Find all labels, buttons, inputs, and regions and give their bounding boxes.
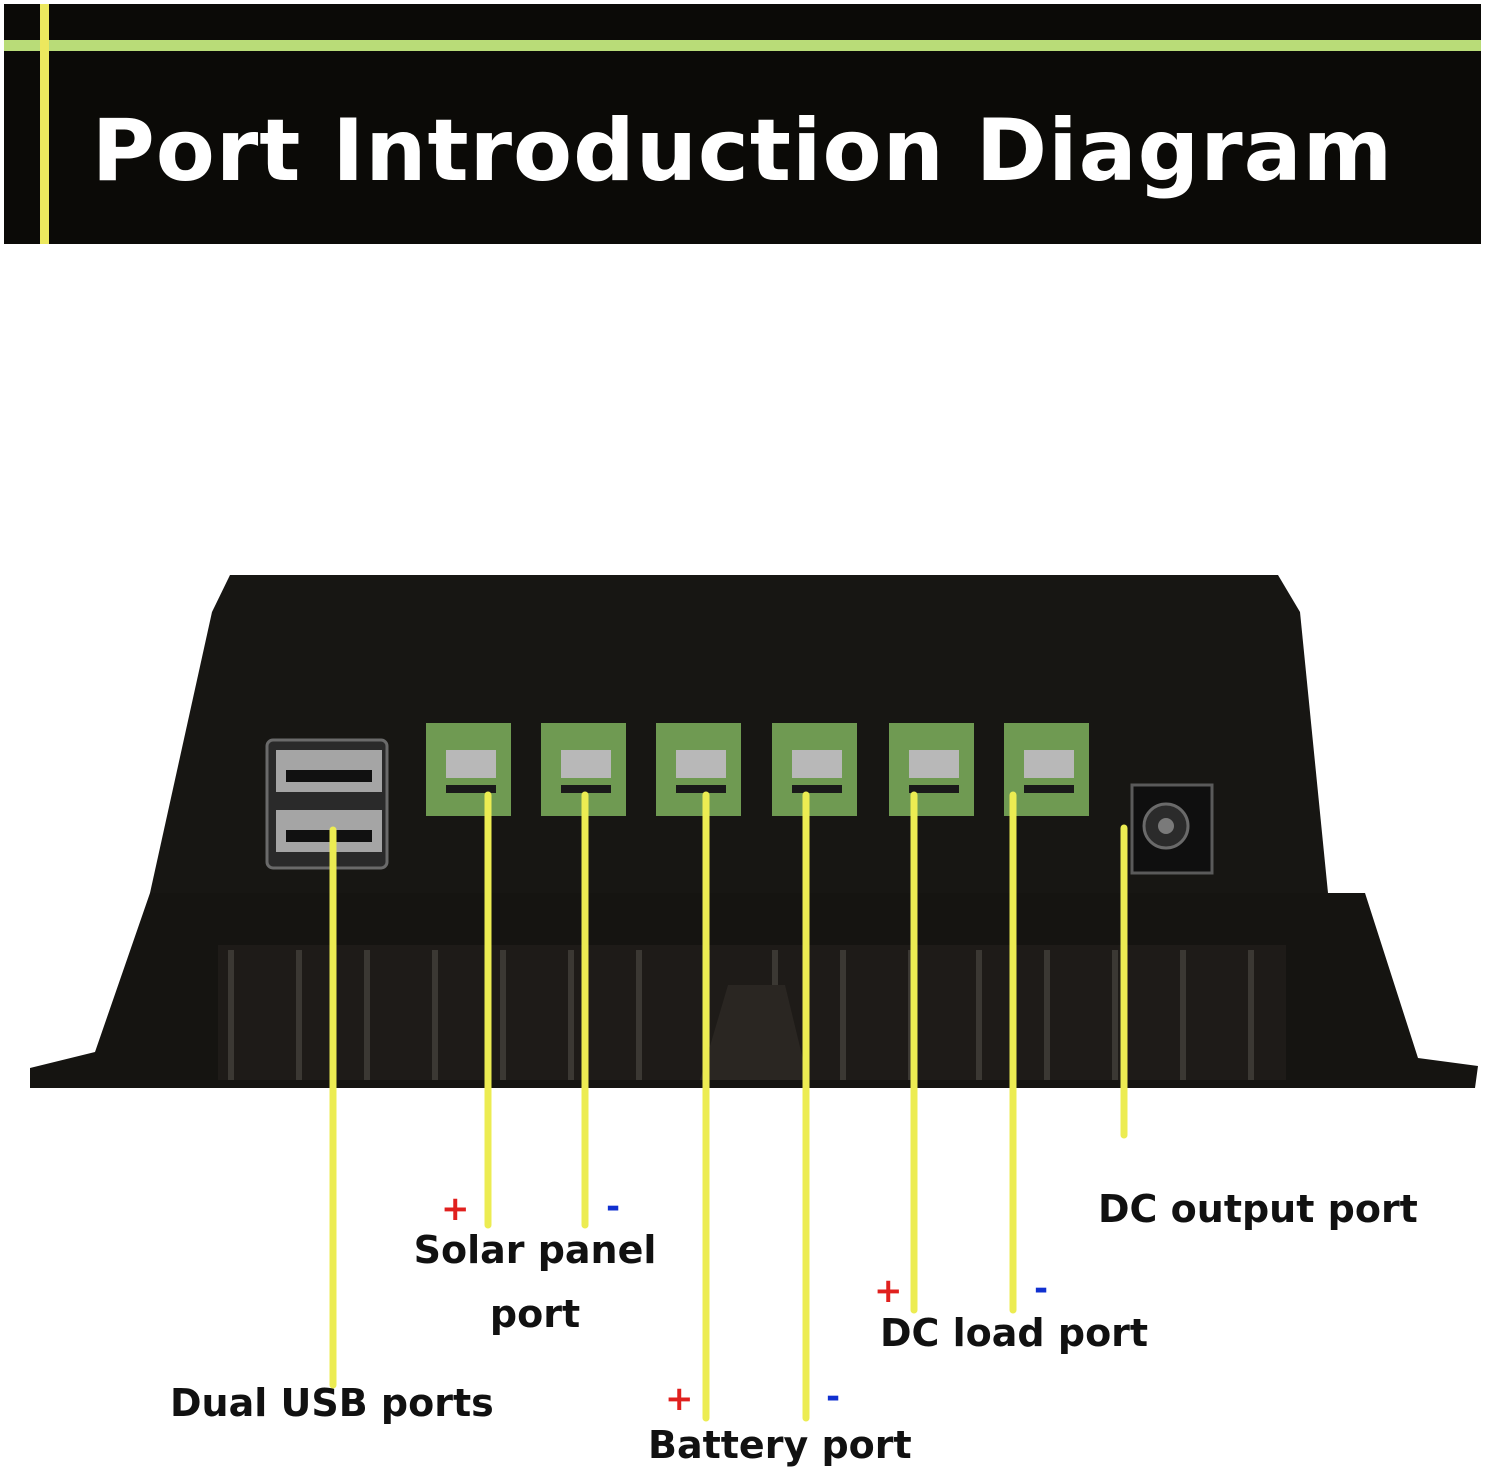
dc-output-port-label: DC output port: [1098, 1187, 1418, 1231]
heat-sink-center-notch: [700, 985, 808, 1080]
dual-usb-ports-label: Dual USB ports: [170, 1381, 494, 1425]
battery-port-label: Battery port: [648, 1423, 912, 1467]
solar-label-line2: port: [489, 1292, 581, 1336]
screw-terminals: [426, 723, 1089, 816]
usb-port-block: [265, 738, 389, 870]
dc-load-port-label: DC load port: [880, 1311, 1149, 1355]
dcload-plus-sign: +: [874, 1271, 903, 1311]
dcload-minus-sign: -: [1034, 1269, 1049, 1309]
terminal-6: [1004, 723, 1089, 816]
banner-green-stripe: [4, 40, 1481, 51]
page-title: Port Introduction Diagram: [91, 101, 1394, 201]
title-banner: Port Introduction Diagram: [4, 4, 1481, 244]
terminal-1: [426, 723, 511, 816]
battery-plus-sign: +: [665, 1379, 694, 1419]
leader-lines: [329, 791, 1128, 1422]
terminal-3: [656, 723, 741, 816]
battery-minus-sign: -: [826, 1377, 841, 1417]
solar-panel-port-label: Solar panel port: [405, 1227, 665, 1337]
terminal-4: [772, 723, 857, 816]
dc-barrel-jack: [1130, 783, 1214, 875]
solar-minus-sign: -: [606, 1187, 621, 1227]
solar-plus-sign: +: [441, 1189, 470, 1229]
solar-label-line1: Solar panel: [413, 1228, 657, 1272]
banner-yellow-stripe: [40, 4, 49, 244]
terminal-5: [889, 723, 974, 816]
